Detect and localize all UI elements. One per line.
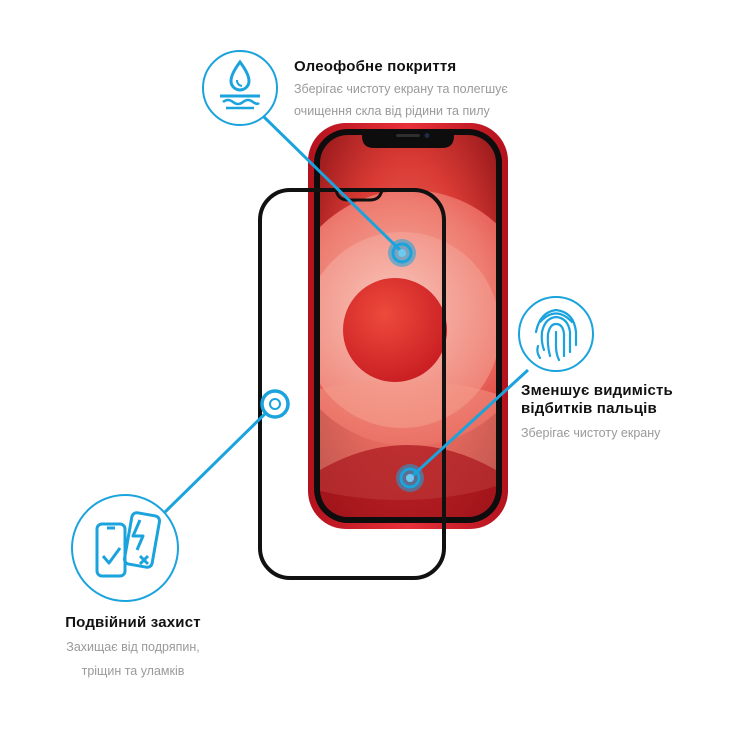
connector-lines	[163, 113, 530, 514]
double-shield-phone-icon	[71, 494, 179, 602]
caption-fingerprint: Зменшує видимість відбитків пальців Збер…	[521, 382, 736, 442]
fingerprint-title-line2: відбитків пальців	[521, 400, 657, 417]
double-protection-description-line1: Захищає від подряпин,	[66, 640, 200, 654]
front-camera	[424, 133, 430, 138]
caption-oleophobic: Олеофобне покриття Зберігає чистоту екра…	[294, 58, 554, 120]
water-drop-icon	[202, 50, 278, 126]
phone-screen	[320, 135, 496, 517]
connector-fingerprint	[408, 368, 530, 480]
target-dot-fingerprint	[396, 464, 424, 492]
oleophobic-description-line1: Зберігає чистоту екрану та полегшує	[294, 82, 508, 96]
target-dot-oleophobic	[388, 239, 416, 267]
fingerprint-icon	[518, 296, 594, 372]
caption-double-protection: Подвійний захист Захищає від подряпин, т…	[48, 614, 218, 680]
screen-protector-glass	[258, 188, 446, 580]
double-protection-description-line2: тріщин та уламків	[81, 664, 185, 678]
fingerprint-title-line1: Зменшує видимість	[521, 382, 673, 399]
connector-oleophobic	[260, 113, 404, 254]
phone	[308, 123, 508, 529]
oleophobic-description-line2: очищення скла від рідини та пилу	[294, 104, 490, 118]
phone-notch	[362, 129, 454, 148]
connector-double	[163, 402, 277, 514]
fingerprint-description: Зберігає чистоту екрану	[521, 426, 661, 440]
oleophobic-title: Олеофобне покриття	[294, 58, 457, 75]
earpiece	[396, 134, 420, 137]
double-protection-title: Подвійний захист	[65, 614, 201, 631]
target-dot-double	[260, 389, 290, 419]
